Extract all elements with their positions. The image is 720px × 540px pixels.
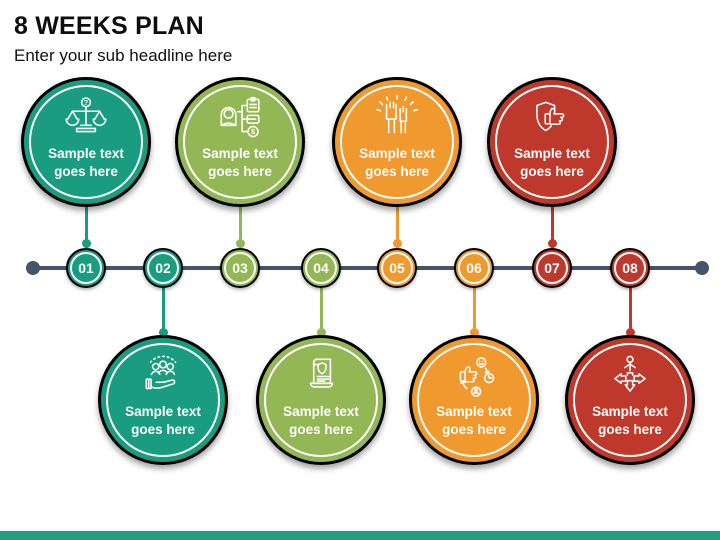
number-ring: [70, 252, 102, 284]
week-number-label: 08: [622, 260, 638, 276]
number-ring: [458, 252, 490, 284]
week-number-8: 08: [610, 248, 650, 288]
svg-text:$: $: [251, 127, 255, 136]
hand-team-icon: [137, 351, 189, 401]
circle-label: Sample text goes here: [436, 404, 512, 437]
connector-dot-step-8: [626, 328, 635, 337]
page-title: 8 WEEKS PLAN: [14, 12, 204, 40]
number-ring: [536, 252, 568, 284]
connector-step-8: [628, 288, 632, 336]
number-ring: [305, 252, 337, 284]
week-number-3: 03: [220, 248, 260, 288]
number-ring: [224, 252, 256, 284]
timeline-start-dot: [26, 261, 40, 275]
svg-text:?: ?: [84, 98, 89, 107]
number-ring: [381, 252, 413, 284]
week-number-7: 07: [532, 248, 572, 288]
shield-thumbs-up-icon: [526, 93, 578, 143]
feedback-cycle-icon: [448, 351, 500, 401]
number-ring: [147, 252, 179, 284]
week-circle-7: Sample text goes here: [487, 77, 617, 207]
policy-scroll-icon: [295, 351, 347, 401]
circle-label: Sample text goes here: [592, 404, 668, 437]
connector-dot-step-4: [317, 328, 326, 337]
week-circle-1: ? Sample text goes here: [21, 77, 151, 207]
week-number-label: 03: [232, 260, 248, 276]
week-number-6: 06: [454, 248, 494, 288]
connector-step-7: [550, 204, 554, 248]
week-number-label: 02: [155, 260, 171, 276]
direction-choice-icon: [604, 351, 656, 401]
week-number-1: 01: [66, 248, 106, 288]
connector-step-3: [238, 204, 242, 248]
week-circle-5: Sample text goes here: [332, 77, 462, 207]
week-number-label: 07: [544, 260, 560, 276]
connector-dot-step-6: [470, 328, 479, 337]
page-subtitle: Enter your sub headline here: [14, 46, 233, 65]
connector-dot-step-2: [159, 328, 168, 337]
week-circle-3: $ Sample text goes here: [175, 77, 305, 207]
week-number-5: 05: [377, 248, 417, 288]
timeline-end-dot: [695, 261, 709, 275]
circle-label: Sample text goes here: [48, 146, 124, 179]
person-tasks-icon: $: [214, 93, 266, 143]
connector-dot-step-3: [236, 239, 245, 248]
timeline-line: [33, 266, 702, 270]
circle-label: Sample text goes here: [202, 146, 278, 179]
week-number-label: 04: [313, 260, 329, 276]
week-circle-2: Sample text goes here: [98, 335, 228, 465]
week-circle-6: Sample text goes here: [409, 335, 539, 465]
week-circle-8: Sample text goes here: [565, 335, 695, 465]
week-circle-4: Sample text goes here: [256, 335, 386, 465]
connector-step-2: [161, 288, 165, 336]
connector-step-5: [395, 204, 399, 248]
circle-label: Sample text goes here: [359, 146, 435, 179]
circle-label: Sample text goes here: [514, 146, 590, 179]
footer-accent-bar: [0, 531, 720, 540]
connector-step-4: [319, 288, 323, 336]
circle-label: Sample text goes here: [283, 404, 359, 437]
scales-question-icon: ?: [60, 93, 112, 143]
connector-step-6: [472, 288, 476, 336]
circle-label: Sample text goes here: [125, 404, 201, 437]
number-ring: [614, 252, 646, 284]
connector-dot-step-7: [548, 239, 557, 248]
connector-step-1: [84, 204, 88, 248]
connector-dot-step-5: [393, 239, 402, 248]
connector-dot-step-1: [82, 239, 91, 248]
week-number-label: 01: [78, 260, 94, 276]
week-number-2: 02: [143, 248, 183, 288]
week-number-4: 04: [301, 248, 341, 288]
week-number-label: 05: [389, 260, 405, 276]
high-five-icon: [371, 93, 423, 143]
week-number-label: 06: [466, 260, 482, 276]
